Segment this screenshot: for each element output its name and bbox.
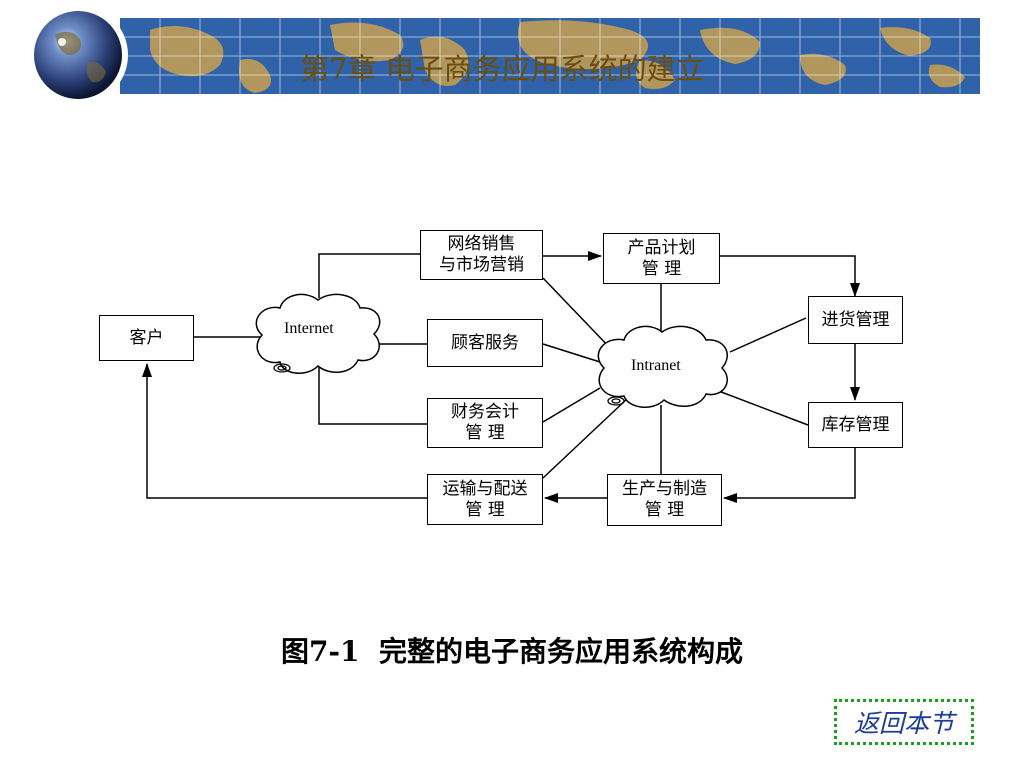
node-product-plan: 产品计划 管 理 <box>603 233 720 284</box>
node-customer: 客户 <box>99 315 194 361</box>
return-section-button[interactable]: 返回本节 <box>834 699 974 745</box>
node-production: 生产与制造 管 理 <box>607 474 722 526</box>
intranet-cloud-icon <box>597 325 728 408</box>
intranet-label: Intranet <box>631 357 681 374</box>
connector-intranet-inventory <box>715 389 809 426</box>
node-online-sales: 网络销售 与市场营销 <box>420 230 543 280</box>
node-finance: 财务会计 管 理 <box>427 398 543 448</box>
chapter-title: 第7章 电子商务应用系统的建立 <box>300 52 705 86</box>
internet-cloud-icon <box>255 293 381 374</box>
arrow-shipping-customer <box>142 363 427 499</box>
connector-intranet-service <box>542 343 601 363</box>
figure-caption: 图7-1 完整的电子商务应用系统构成 <box>280 635 744 668</box>
node-shipping: 运输与配送 管 理 <box>427 474 543 525</box>
world-map-banner <box>28 5 980 105</box>
node-inventory: 库存管理 <box>808 402 903 448</box>
node-purchasing: 进货管理 <box>808 296 903 344</box>
internet-label: Internet <box>284 320 334 337</box>
connector-intranet-shipping <box>542 397 629 479</box>
connector-intranet-purchasing <box>729 317 807 353</box>
header-banner: 第7章 电子商务应用系统的建立 <box>0 0 1024 110</box>
node-customer-service: 顾客服务 <box>427 319 543 367</box>
arrow-inventory-production <box>723 448 856 503</box>
connector-internet-sales <box>318 253 420 298</box>
arrow-plan-purchasing <box>720 255 860 297</box>
connector-intranet-finance <box>542 387 601 423</box>
connector-internet-finance <box>318 367 427 425</box>
connector-intranet-sales <box>542 277 613 351</box>
